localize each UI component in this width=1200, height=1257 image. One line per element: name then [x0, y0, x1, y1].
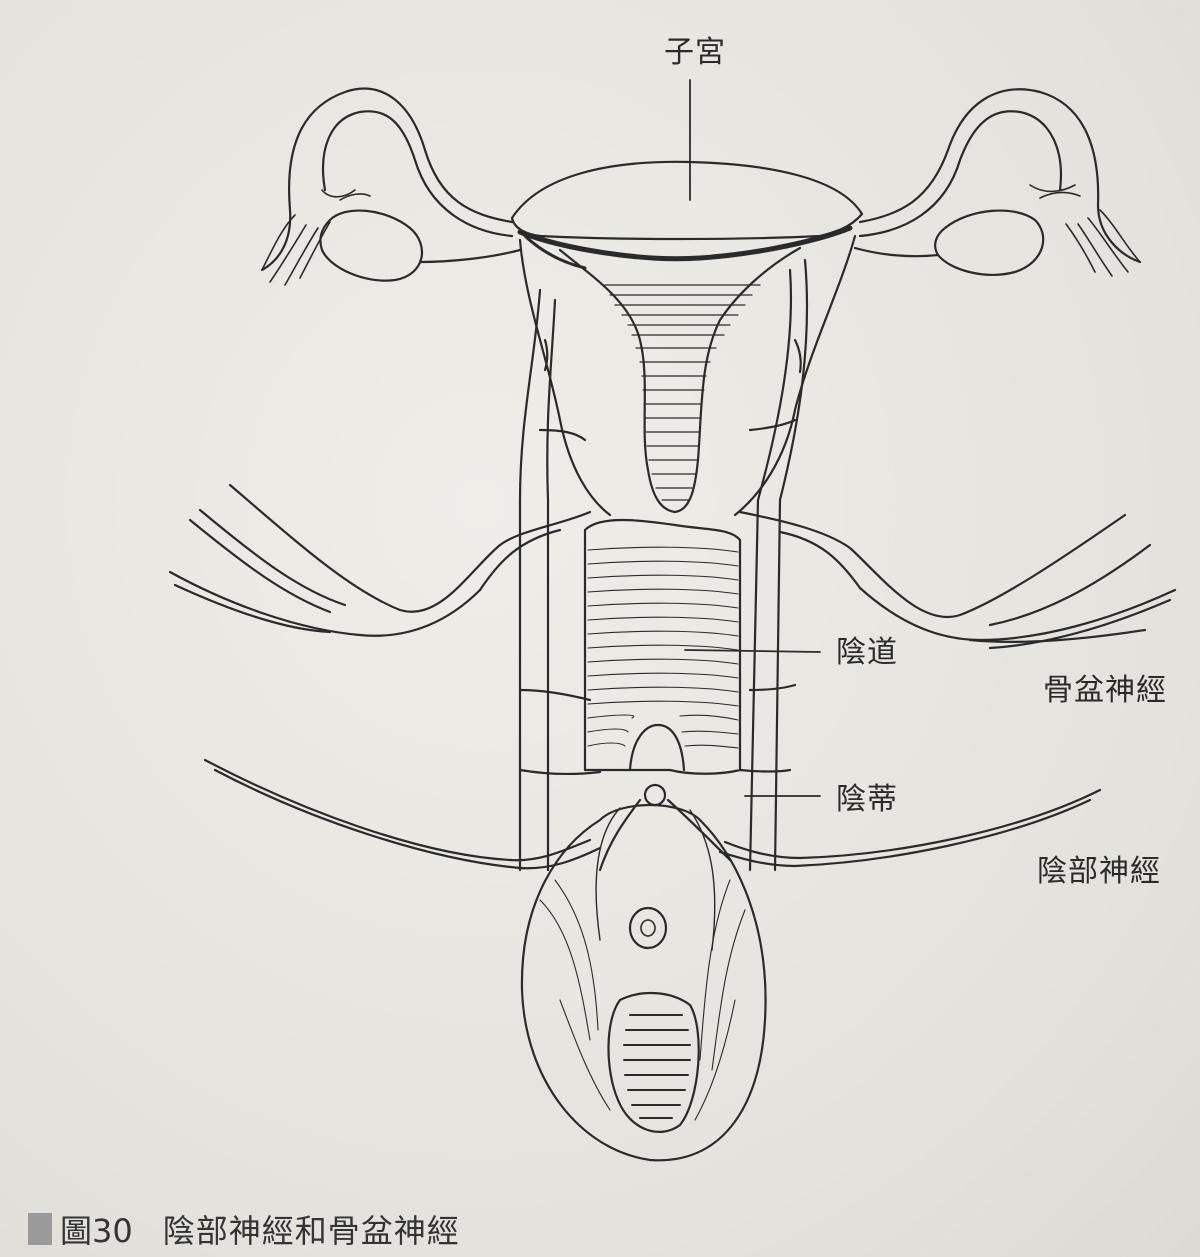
pudendal-nerves — [203, 683, 1102, 870]
uterus-outline — [510, 160, 864, 241]
right-fallopian-tube — [858, 88, 1142, 264]
right-pelvic-nerves — [738, 338, 1177, 650]
clitoris-glans — [643, 783, 667, 807]
vagina-outline — [583, 518, 742, 775]
vulva-outline — [520, 804, 767, 1162]
urethral-opening — [628, 906, 668, 950]
uterine-cavity — [558, 246, 802, 514]
vagina-label: 陰道 — [836, 635, 898, 670]
clitoris-label: 陰蒂 — [836, 782, 898, 817]
left-ovary — [319, 209, 424, 282]
caption-marker — [28, 1213, 52, 1245]
left-pelvic-nerves — [168, 338, 592, 637]
vaginal-opening — [607, 991, 700, 1133]
uterus-rim — [517, 225, 853, 262]
vagina-leader — [684, 649, 821, 653]
figure-caption: 圖30 陰部神經和骨盆神經 — [28, 1208, 460, 1250]
pudendal-nerve-label: 陰部神經 — [1037, 854, 1161, 889]
pelvic-nerve-label: 骨盆神經 — [1043, 673, 1167, 708]
figure-title: 陰部神經和骨盆神經 — [162, 1212, 460, 1250]
figure-number: 圖30 — [60, 1212, 133, 1250]
uterus-label: 子宮 — [664, 35, 726, 70]
right-ovary — [934, 209, 1045, 276]
